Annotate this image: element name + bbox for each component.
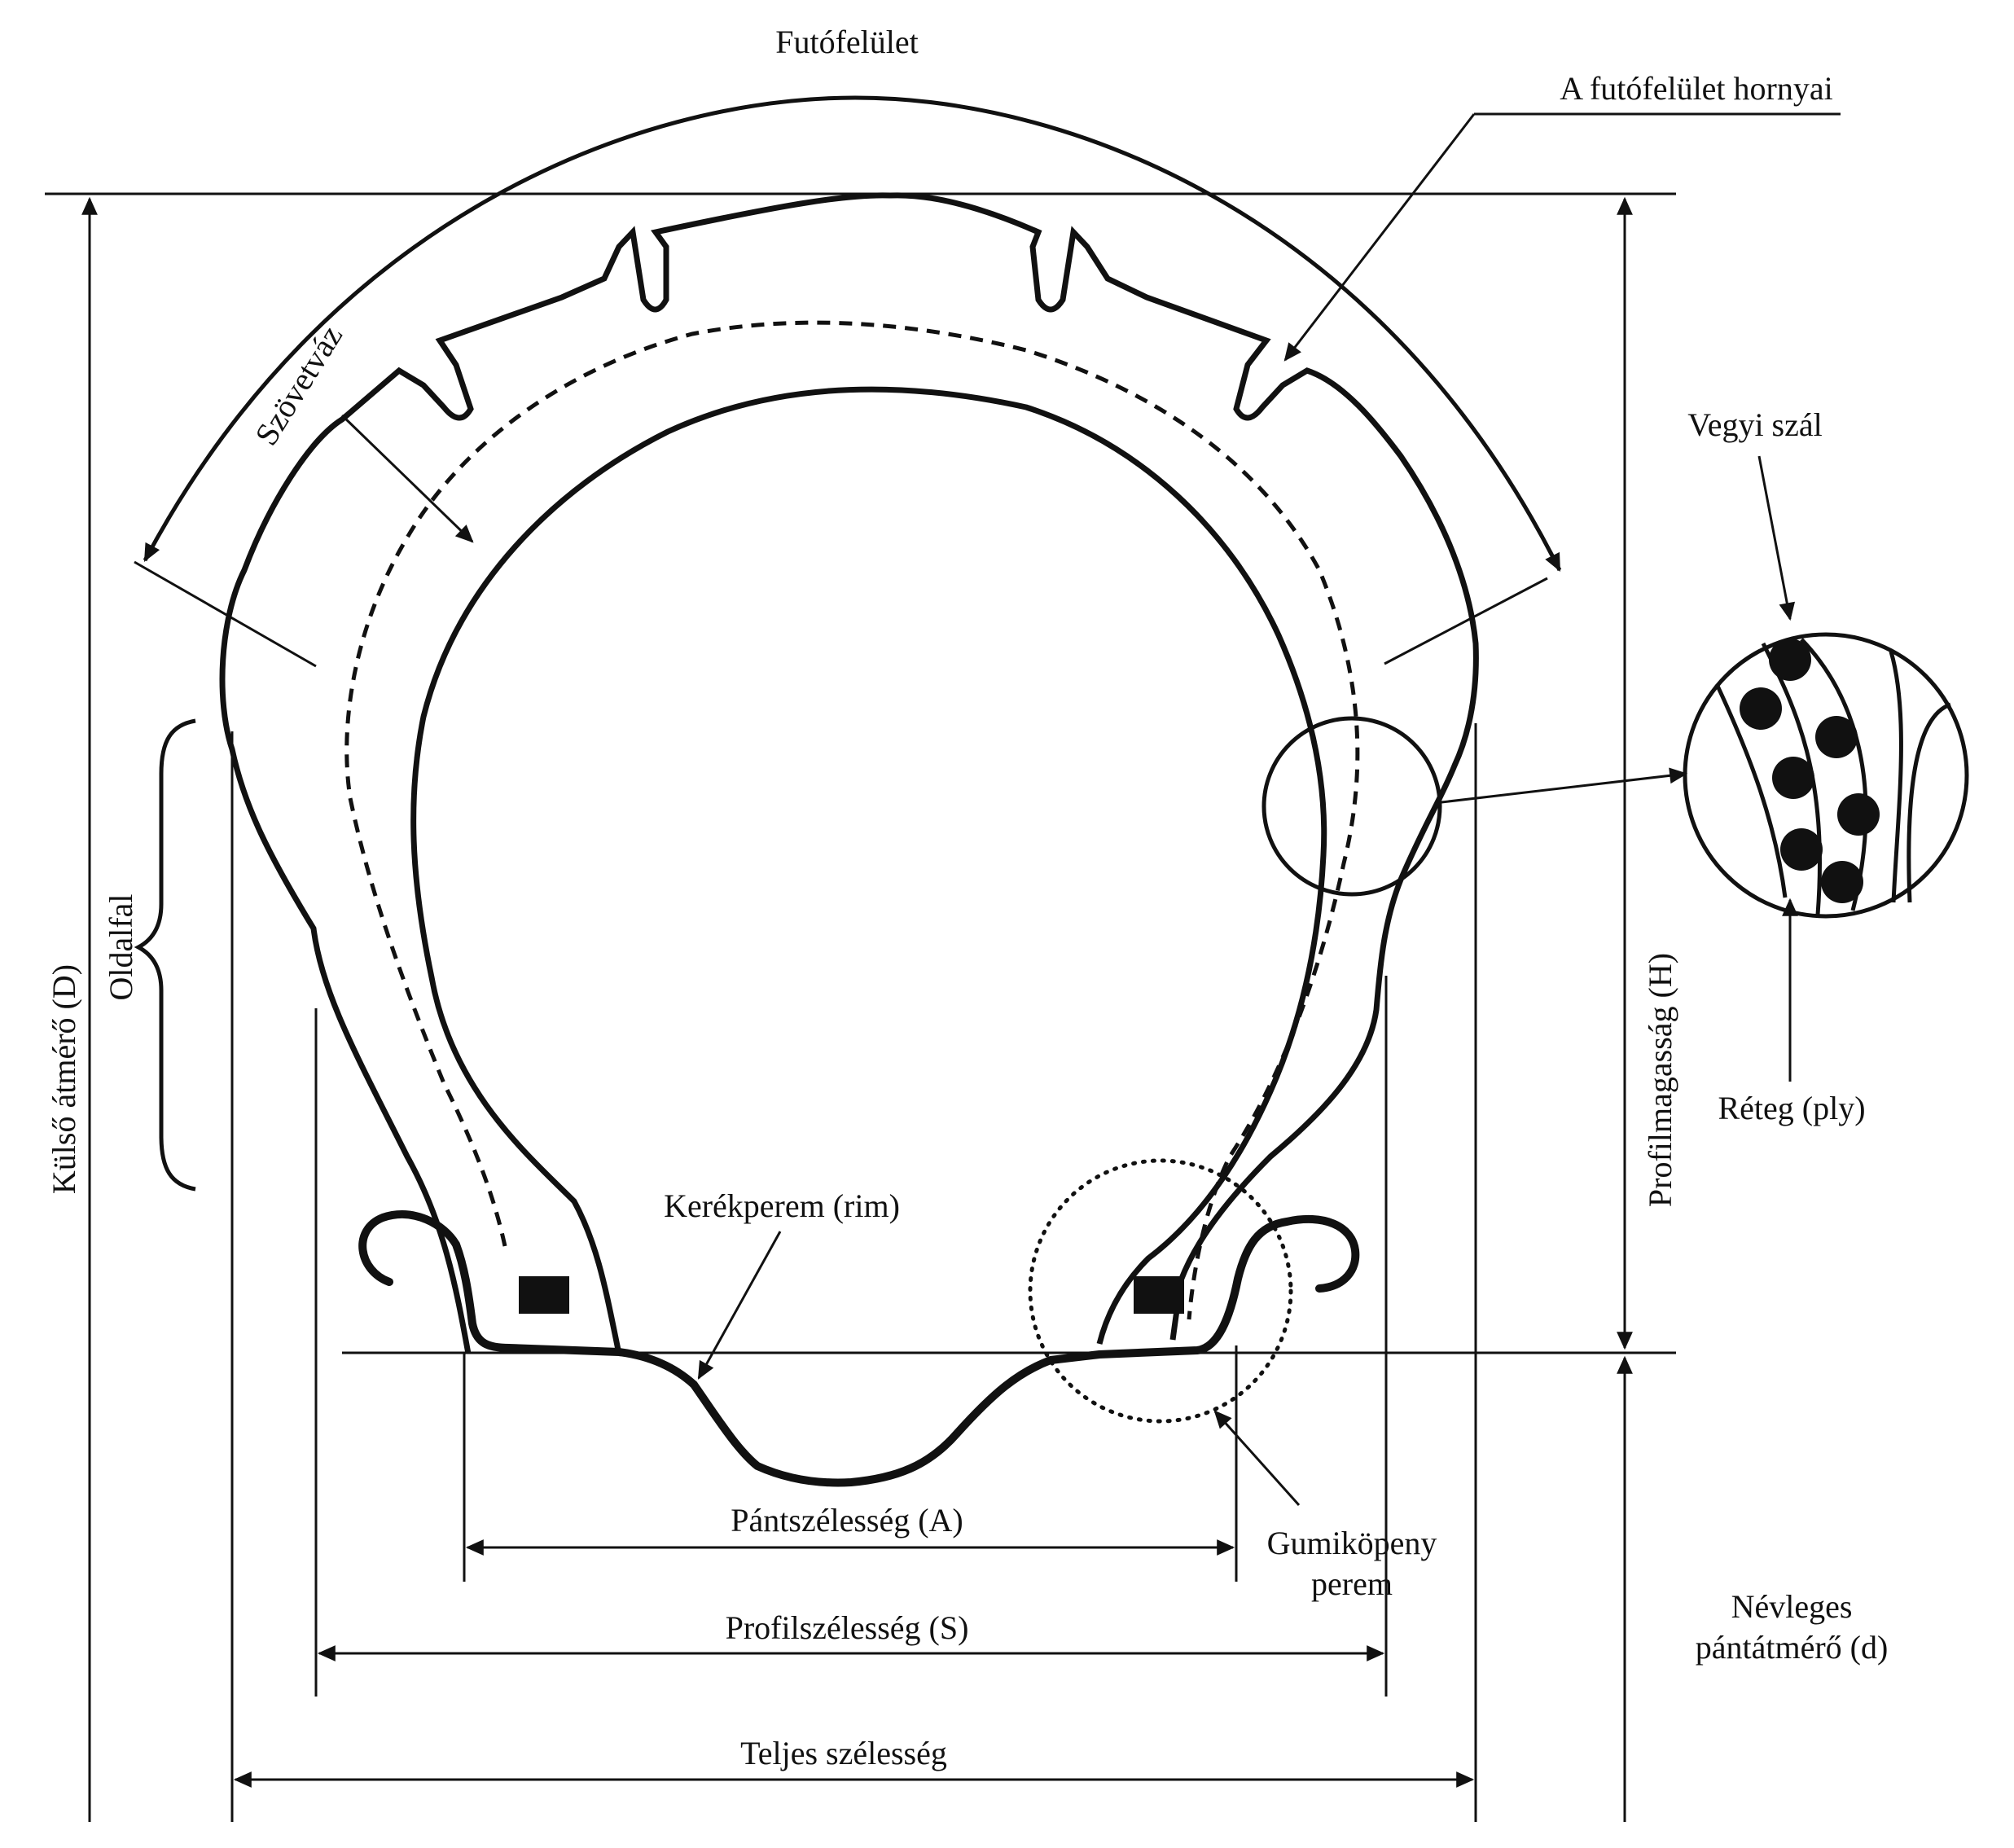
nominal-rim-label-line2: pántátmérő (d) [1696, 1629, 1889, 1666]
tread-span-arc [143, 95, 1562, 572]
rim-label: Kerékperem (rim) [664, 1187, 900, 1224]
wheel-rim [358, 1210, 1360, 1487]
ply-label: Réteg (ply) [1718, 1090, 1865, 1126]
grooves-label: A futófelület hornyai [1560, 70, 1832, 107]
right-bead-wire [1134, 1276, 1184, 1314]
grooves-arrow [1283, 113, 1476, 362]
rim-arrow [697, 1231, 782, 1380]
detail-connector-arrow [1441, 767, 1688, 804]
bead-label-line2: perem [1311, 1565, 1393, 1602]
tread-label: Futófelület [775, 24, 919, 60]
nominal-rim-label-line1: Névleges [1731, 1588, 1853, 1625]
ply-magnified-detail [1683, 632, 1969, 919]
bead-label-line1: Gumiköpeny [1267, 1525, 1437, 1561]
tire-outer-contour [219, 192, 1479, 1354]
chemical-fiber-label: Vegyi szál [1687, 406, 1823, 443]
tread-left-leader [134, 560, 317, 668]
profile-height-label: Profilmagasság (H) [1642, 953, 1678, 1207]
rim-width-label: Pántszélesség (A) [731, 1502, 963, 1539]
section-width-label: Profilszélesség (S) [726, 1609, 969, 1646]
left-bead-wire [519, 1276, 569, 1314]
outer-diameter-label: Külső átmérő (D) [46, 964, 82, 1194]
tire-bead-callout-circle [1028, 1158, 1293, 1424]
sidewall-brace [134, 718, 196, 1192]
overall-width-label: Teljes szélesség [740, 1735, 947, 1771]
chemical-fiber-arrow [1757, 455, 1796, 621]
carcass-arrow [340, 414, 474, 543]
tread-right-leader [1384, 577, 1548, 665]
bead-arrow [1213, 1410, 1301, 1507]
tire-inner-contour [410, 386, 1327, 1354]
sidewall-label: Oldalfal [103, 893, 139, 1000]
carcass-ply-dashed [344, 320, 1360, 1320]
ply-detail-callout-circle [1261, 716, 1442, 897]
